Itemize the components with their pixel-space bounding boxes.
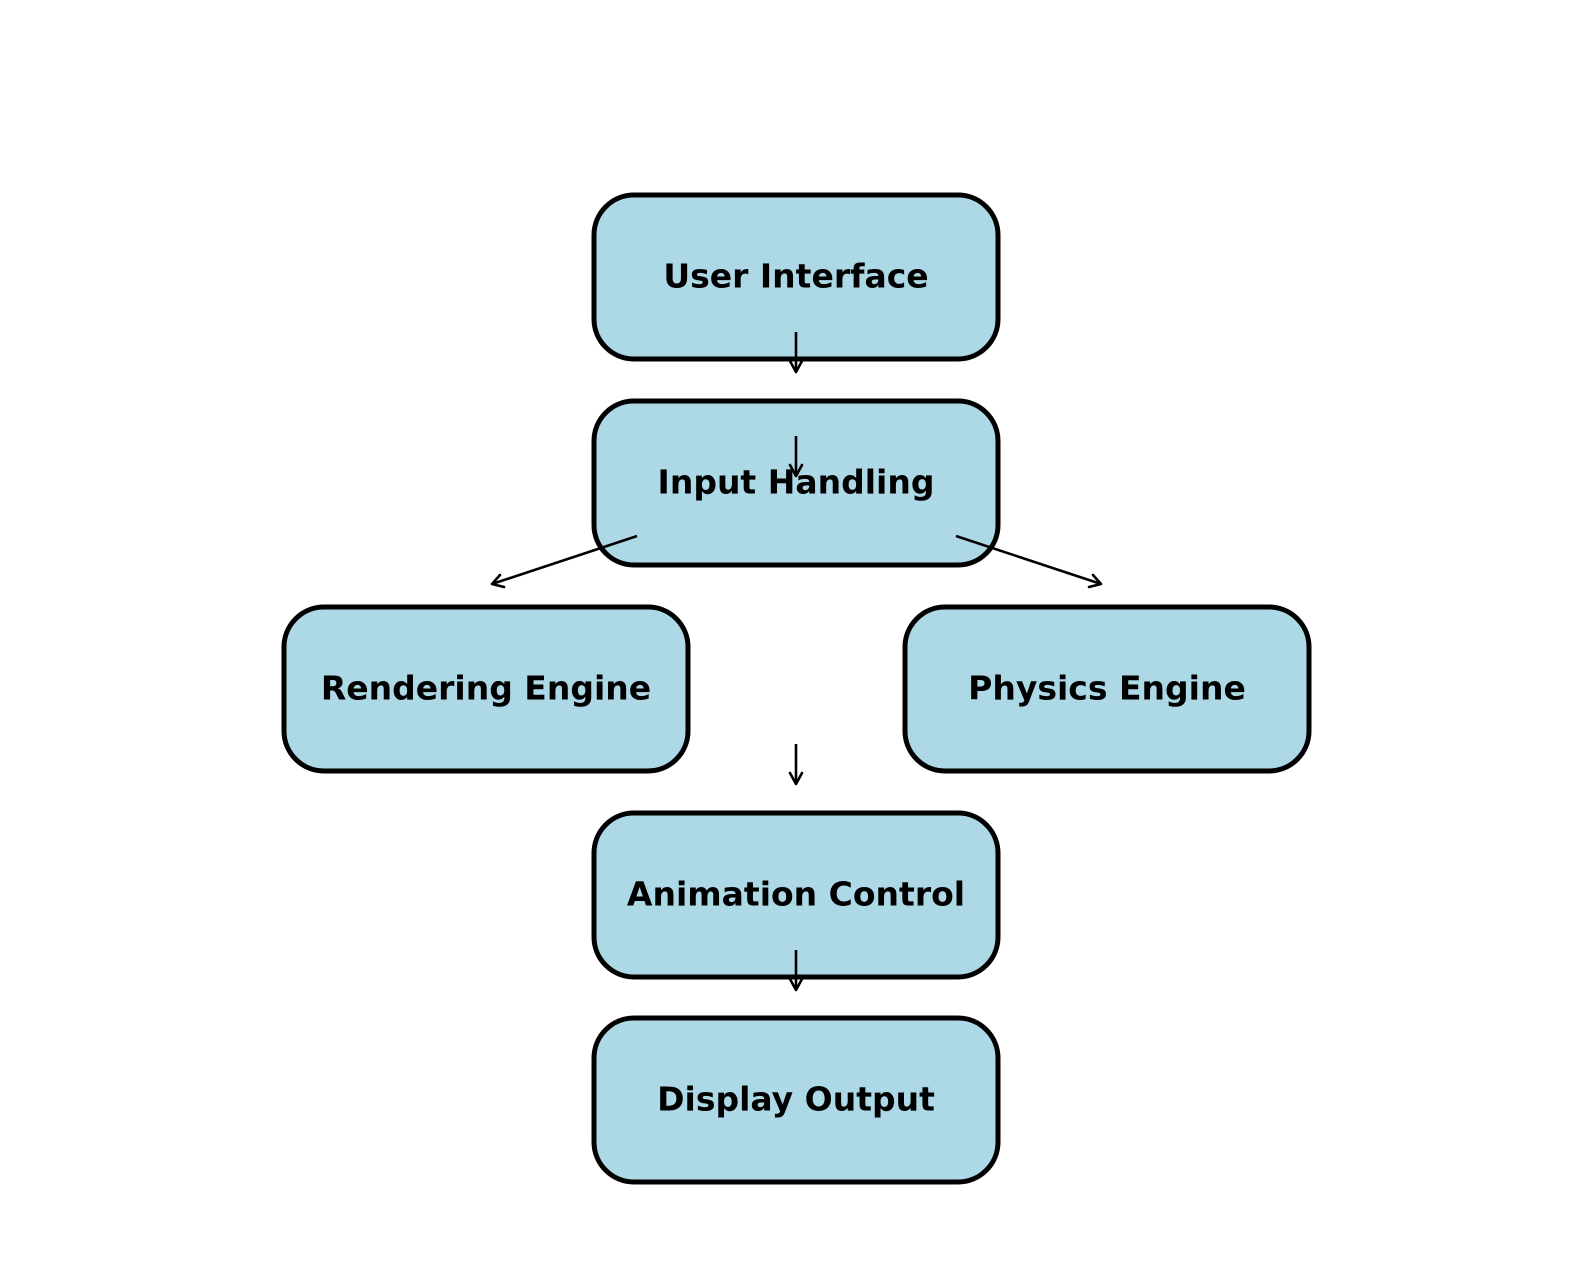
edge-animation-control-to-display-output-arrowhead (788, 977, 804, 992)
edge-animation-control-to-display-output (788, 950, 804, 992)
edge-engines-to-animation-control (788, 744, 804, 786)
edge-input-handling-to-rendering-engine (490, 436, 804, 589)
node-animation-control: Animation Control (591, 810, 1001, 980)
node-user-interface: User Interface (591, 192, 1001, 362)
edge-input-handling-to-physics-engine-line (955, 534, 1102, 586)
node-input-handling-box (591, 398, 1001, 568)
node-user-interface-label: User Interface (663, 257, 928, 296)
node-rendering-engine-label: Rendering Engine (321, 669, 651, 708)
edge-user-interface-to-input-handling-arrowhead (788, 359, 804, 374)
node-display-output-label: Display Output (657, 1080, 935, 1119)
node-display-output: Display Output (591, 1015, 1001, 1185)
node-physics-engine-box (902, 604, 1312, 774)
edge-input-handling-to-physics-engine-arrowhead (1087, 573, 1103, 589)
node-animation-control-label: Animation Control (627, 875, 965, 914)
edge-input-handling-to-rendering-engine-arrowhead (490, 573, 506, 589)
node-input-handling: Input Handling (591, 398, 1001, 568)
edge-input-handling-to-rendering-engine-line (491, 534, 638, 586)
edge-engines-to-animation-control-arrowhead (788, 771, 804, 786)
edge-input-handling-to-rendering-engine-stub-head (788, 463, 804, 478)
node-rendering-engine-box (281, 604, 691, 774)
node-rendering-engine: Rendering Engine (281, 604, 691, 774)
node-display-output-box (591, 1015, 1001, 1185)
edge-user-interface-to-input-handling (788, 332, 804, 374)
node-physics-engine: Physics Engine (902, 604, 1312, 774)
node-physics-engine-label: Physics Engine (968, 669, 1246, 708)
edge-input-handling-to-physics-engine (955, 534, 1103, 589)
